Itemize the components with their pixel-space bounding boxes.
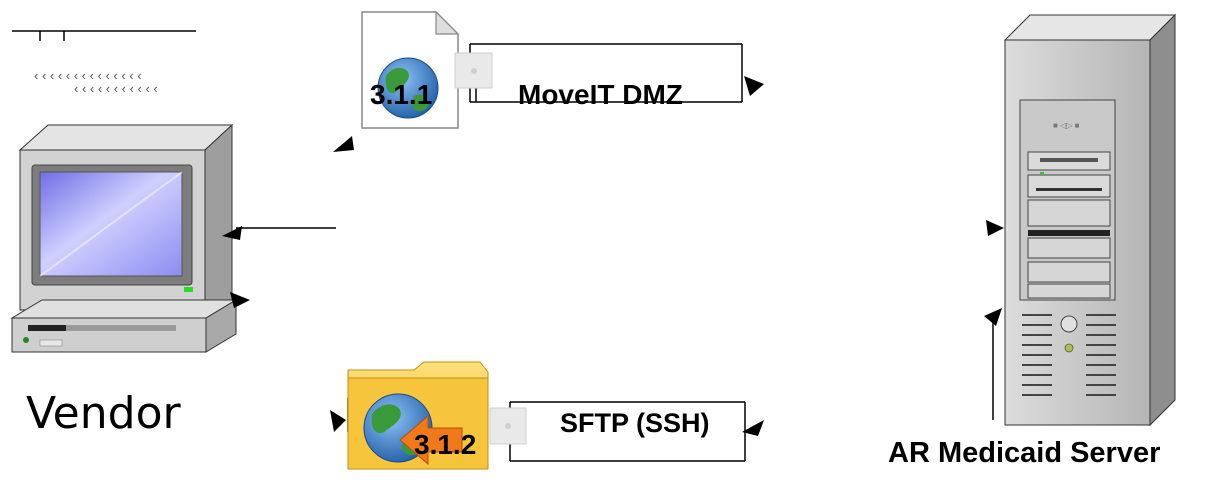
dmz-label: MoveIT DMZ	[518, 79, 683, 110]
arrowheads	[222, 76, 1004, 436]
tower-server-icon: ■ ◁▷ ■	[1003, 13, 1177, 427]
desktop-computer-icon	[10, 123, 238, 353]
step-label-3-1-2: 3.1.2	[414, 429, 476, 460]
sftp-label: SFTP (SSH)	[560, 408, 710, 438]
legend-fragment: ‹ ‹ ‹ ‹ ‹ ‹ ‹ ‹ ‹ ‹ ‹ ‹ ‹ ‹ ‹ ‹ ‹ ‹ ‹ ‹ …	[12, 30, 196, 96]
svg-text:‹ ‹ ‹ ‹ ‹ ‹ ‹ ‹ ‹ ‹ ‹ ‹ ‹ ‹: ‹ ‹ ‹ ‹ ‹ ‹ ‹ ‹ ‹ ‹ ‹ ‹ ‹ ‹	[34, 68, 142, 83]
web-folder-globe-icon	[347, 361, 527, 470]
web-document-globe-icon	[361, 10, 493, 129]
svg-text:■ ◁▷ ■: ■ ◁▷ ■	[1053, 121, 1080, 130]
server-label: AR Medicaid Server	[888, 437, 1160, 469]
vendor-label: Vendor	[26, 388, 181, 439]
step-label-3-1-1: 3.1.1	[370, 79, 432, 110]
svg-text:‹ ‹ ‹ ‹ ‹ ‹ ‹ ‹ ‹ ‹ ‹: ‹ ‹ ‹ ‹ ‹ ‹ ‹ ‹ ‹ ‹ ‹	[74, 81, 158, 96]
